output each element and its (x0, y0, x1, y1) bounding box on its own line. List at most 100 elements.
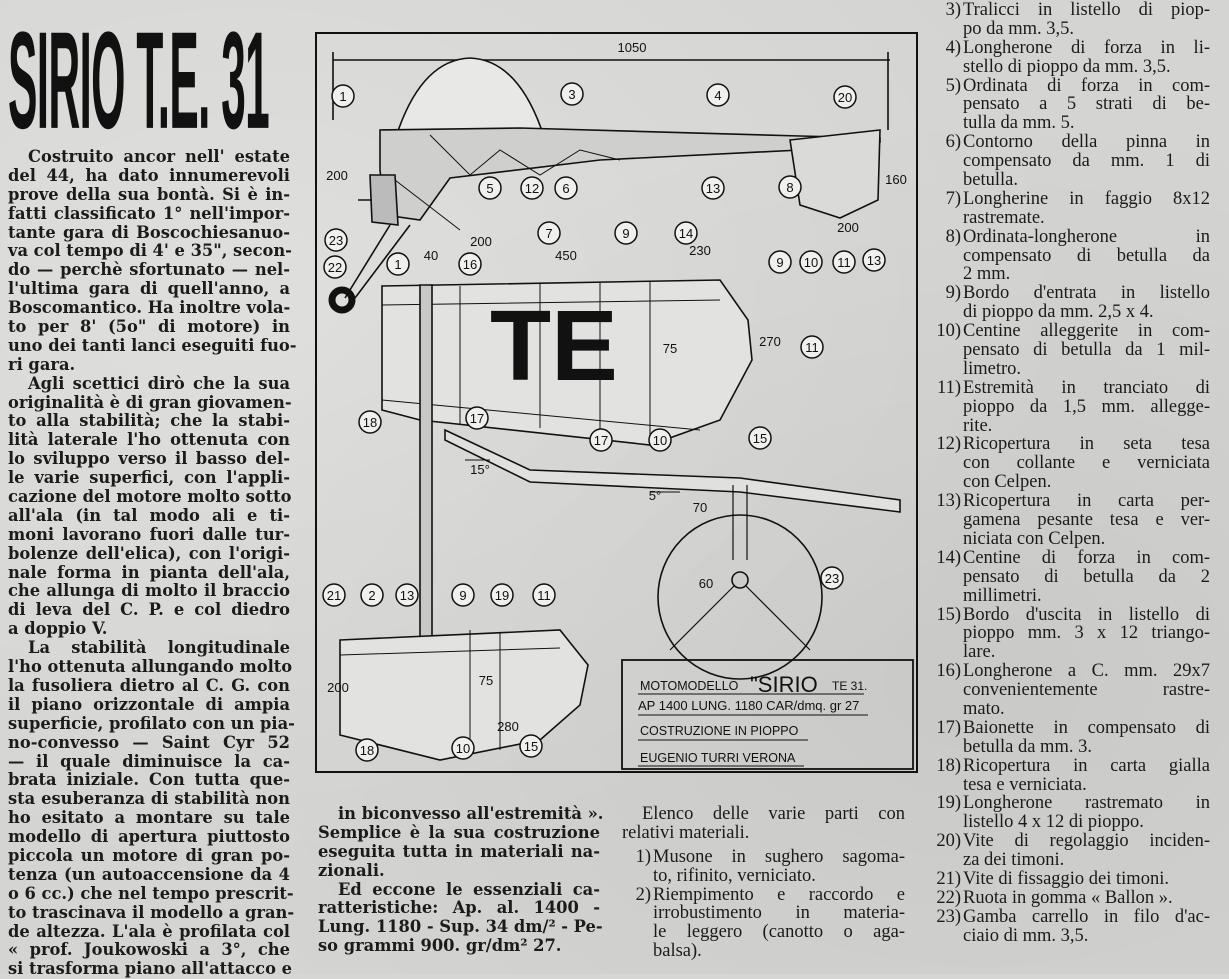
part-description-line: Baionette in compensato di (963, 717, 1210, 738)
text-line: to per 8' (5o" di motore) in (8, 317, 290, 337)
part-number: 20) (936, 831, 961, 852)
callout-circle (748, 426, 772, 450)
part-description-line: to, rifinito, verniciato. (653, 865, 816, 886)
text-line: tante gara di Boscochiesanuo- (8, 222, 290, 242)
article-text-middle: in biconvesso all'estremità ».Semplice è… (318, 804, 603, 956)
part-number: 21) (936, 868, 961, 889)
part-description-line: Ordinata di forza in com- (963, 75, 1210, 96)
part-number: 19) (936, 793, 961, 814)
callout-circle (490, 583, 514, 607)
part-description-line: pioppo da 1,5 mm. allegge- (963, 396, 1210, 417)
text-line: no-convesso — Saint Cyr 52 (8, 732, 290, 752)
wing-planform (381, 279, 753, 446)
text-line: sta esuberanza di stabilità non (8, 789, 290, 809)
part-description-line: pensato di betulla da 2 (963, 566, 1210, 587)
part-description-line: irrobustimento in materia- (653, 903, 905, 924)
part-description-line: za dei timoni. (963, 850, 1065, 871)
part-description-line: stello di pioppo da mm. 3,5. (963, 56, 1171, 77)
callout-circle (799, 250, 823, 274)
dimension-label: 200 (470, 234, 492, 249)
part-number: 3) (945, 0, 961, 20)
callout-number: 9 (459, 588, 466, 603)
callout-4: 4 (706, 83, 730, 107)
title-block-name: "SIRIO (750, 672, 818, 697)
part-description-line: Musone in sughero sagoma- (653, 846, 905, 867)
part-number: 1) (635, 846, 651, 867)
callout-5: 5 (478, 176, 502, 200)
text-line: lo sviluppo verso il basso del- (8, 449, 290, 469)
callout-13: 13 (395, 583, 419, 607)
callout-circle (322, 583, 346, 607)
callout-circle (820, 566, 844, 590)
part-number: 2) (635, 884, 651, 905)
text-line: all'ala (in tal modo ali e ti- (8, 505, 290, 525)
callout-circle (701, 176, 725, 200)
text-line: la fusoliera dietro al C. G. con (8, 675, 290, 695)
text-line: superficie, profilato con un pia- (8, 713, 295, 733)
part-description-line: rastremate. (963, 207, 1045, 228)
parts-list-item: 4)Longherone di forza in li-stello di pi… (932, 37, 1210, 77)
callout-number: 11 (805, 340, 819, 355)
text-line: il piano orizzontale di ampia (8, 694, 290, 714)
callout-number: 9 (776, 255, 783, 270)
callout-circle (832, 250, 856, 274)
callout-10: 10 (648, 428, 672, 452)
text-line: di leva del C. P. e col diedro (8, 600, 290, 620)
part-number: 18) (936, 755, 961, 776)
callout-circle (358, 410, 382, 434)
part-description-line: Centine alleggerite in com- (963, 321, 1210, 342)
dimension-label: 15° (470, 462, 490, 477)
callout-circle (589, 428, 613, 452)
callout-1: 1 (386, 252, 410, 276)
text-line: a doppio V. (8, 619, 108, 639)
dimension-label: 280 (497, 719, 519, 734)
part-description-line: betulla. (963, 170, 1018, 191)
dimension-label: 1050 (618, 40, 647, 55)
callout-number: 22 (328, 260, 342, 275)
callout-number: 23 (329, 233, 343, 248)
callout-10: 10 (799, 250, 823, 274)
part-description-line: le leggero (canotto o aga- (653, 922, 905, 943)
parts-list-continued: 3)Tralicci in listello di piop-po da mm.… (932, 1, 1210, 946)
callout-9: 9 (614, 221, 638, 245)
text-line: eseguita tutta in materiali na- (318, 841, 600, 861)
text-line: ri gara. (8, 354, 76, 374)
title-block: MOTOMODELLO "SIRIO TE 31. AP 1400 LUNG. … (638, 672, 868, 767)
callout-circle (519, 734, 543, 758)
text-line: l'ultima gara di quell'anno, a (8, 279, 290, 299)
text-line: Ed eccone le essenziali ca- (338, 879, 600, 899)
part-number: 4) (945, 37, 961, 58)
callout-7: 7 (537, 221, 561, 245)
dimension-label: 5° (649, 488, 661, 503)
text-line: to trascinava il modello a gran- (8, 902, 295, 922)
part-description-line: tulla da mm. 5. (963, 113, 1075, 134)
part-description-line: Longherone di forza in li- (963, 37, 1210, 58)
dimension-label: 200 (327, 680, 349, 695)
part-description-line: mato. (963, 698, 1005, 719)
callout-13: 13 (701, 176, 725, 200)
part-number: 13) (936, 491, 961, 512)
callout-19: 19 (490, 583, 514, 607)
callout-20: 20 (833, 85, 857, 109)
callout-1: 1 (331, 84, 355, 108)
text-line: de altezza. L'ala è profilata col (8, 921, 290, 941)
part-description-line: Contorno della pinna in (963, 132, 1210, 153)
callout-16: 16 (458, 252, 482, 276)
parts-list-item: 13)Ricopertura in carta per-gamena pesan… (932, 492, 1210, 549)
part-description-line: compensato di betulla da (963, 245, 1210, 266)
dimension-line (332, 52, 890, 130)
part-description-line: millimetri. (963, 585, 1042, 606)
text-line: Lung. 1180 - Sup. 34 dm/² - Pe- (318, 917, 603, 937)
text-line: « prof. Joukowoski a 3°, che (8, 940, 290, 960)
landing-gear-front (669, 485, 811, 651)
callout-15: 15 (519, 734, 543, 758)
callout-14: 14 (674, 221, 698, 245)
parts-list-item: 10)Centine alleggerite in com-pensato di… (932, 322, 1210, 379)
parts-list-item: 1)Musone in sughero sagoma-to, rifinito,… (622, 846, 905, 886)
callout-3: 3 (560, 82, 584, 106)
text-line: so grammi 900. gr/dm² 27. (318, 936, 562, 956)
